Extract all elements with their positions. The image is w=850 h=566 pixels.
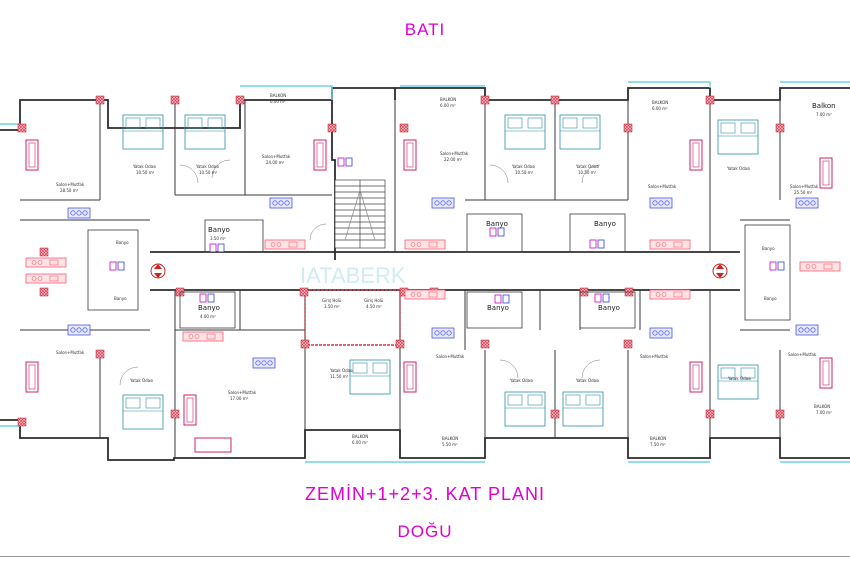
room-label-yatak: Yatak Odası [575,164,599,169]
room-label-yatak: Yatak Odası [727,376,751,381]
room-label-yatak: Yatak Odası [726,166,750,171]
room-area-salon: 28.50 m² [60,188,79,193]
room-label-salon: Salon+Mutfak [56,182,85,187]
balkon-bottom-label: BALKON [442,436,458,441]
room-label-banyo-small: Banyo [114,296,127,301]
room-area-salon: 22.00 m² [444,157,463,162]
balkon-bottom-area: 5.50 m² [442,442,458,447]
room-label-giris: Giriş Holü [322,298,342,303]
room-label-balcon-se: BALKON [814,404,830,409]
room-area-salon: 25.50 m² [794,190,813,195]
room-label-salon: Salon+Mutfak [262,154,291,159]
room-label-salon: Salon+Mutfak [648,184,677,189]
room-area-salon: 17.00 m² [230,396,249,401]
room-label-yatak: Yatak Odası [132,164,156,169]
balkon-bottom-area: 6.00 m² [352,440,368,445]
room-label-salon: Salon+Mutfak [640,354,669,359]
bottom-divider [0,556,850,557]
room-label-banyo-center: Banyo [198,304,220,312]
room-area-balcon-se: 7.00 m² [816,410,832,415]
room-area-balkon: 7.00 m² [816,112,832,117]
room-label-banyo: Banyo [487,304,509,312]
plan-direction-east: DOĞU [397,522,453,541]
room-label-yatak: Yatak Odası [509,378,533,383]
cooktops [67,197,819,369]
room-label-balkon: Balkon [812,102,836,110]
room-label-banyo: Banyo [208,226,230,234]
room-area-yatak: 10.50 m² [136,170,155,175]
room-label-yatak: Yatak Odası [511,164,535,169]
room-area-banyo-center: 4.00 m² [200,314,216,319]
room-label-yatak: Yatak Odası [575,378,599,383]
balkon-top-label: BALKON [270,93,286,98]
balkon-top-area: 6.00 m² [270,99,286,104]
room-label-banyo-small: Banyo [764,296,777,301]
room-area-yatak: 10.50 m² [578,170,597,175]
room-label-salon: Salon+Mutfak [440,151,469,156]
room-label-banyo: Banyo [486,220,508,228]
room-area-banyo: 3.50 m² [210,236,226,241]
room-area-yatak: 11.50 m² [330,374,349,379]
room-area-salon: 24.00 m² [266,160,285,165]
balkon-bottom-area: 7.50 m² [650,442,666,447]
room-label-salon: Salon+Mutfak [790,184,819,189]
balkon-top-area: 6.00 m² [652,106,668,111]
room-area-giris: 3.50 m² [324,304,340,309]
room-label-banyo-small: Banyo [116,240,129,245]
balkon-top-label: BALKON [440,97,456,102]
room-label-salon: Salon+Mutfak [788,352,817,357]
room-label-salon: Salon+Mutfak [228,390,257,395]
room-area-giris: 4.50 m² [366,304,382,309]
room-area-yatak: 10.50 m² [515,170,534,175]
structural-columns [17,95,785,427]
room-area-yatak: 10.50 m² [199,170,218,175]
room-label-yatak: Yatak Odası [329,368,353,373]
room-label-salon: Salon+Mutfak [436,354,465,359]
room-label-banyo: Banyo [598,304,620,312]
room-label-giris: Giriş Holü [364,298,384,303]
room-label-salon: Salon+Mutfak [56,350,85,355]
watermark: IATABERK [300,263,406,288]
plan-direction-west: BATI [404,20,446,39]
room-label-yatak: Yatak Odası [129,378,153,383]
room-label-banyo: Banyo [594,220,616,228]
room-label-banyo-small: Banyo [762,246,775,251]
balkon-top-area: 6.00 m² [440,103,456,108]
plan-title: ZEMİN+1+2+3. KAT PLANI [305,484,545,504]
balkon-bottom-label: BALKON [352,434,368,439]
room-label-yatak: Yatak Odası [195,164,219,169]
balkon-top-label: BALKON [652,100,668,105]
balkon-bottom-label: BALKON [650,436,666,441]
beds [122,114,759,430]
